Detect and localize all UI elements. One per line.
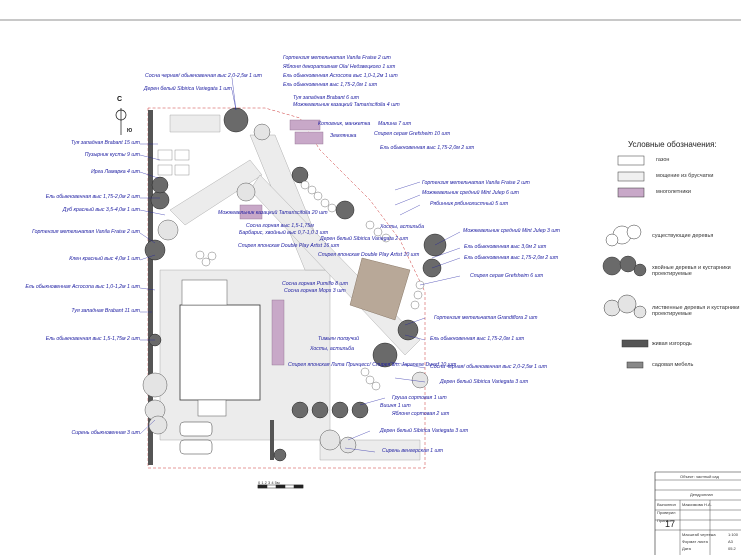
legend-title: Условные обозначения: bbox=[628, 140, 717, 149]
title-block-object: Объект: частный сад bbox=[680, 474, 719, 479]
plant-label: Сосна горная Pumillo 8 шт bbox=[282, 281, 349, 287]
plant-label: Сирень венгерская 1 шт bbox=[382, 448, 444, 454]
legend-item: живая изгородь bbox=[652, 341, 692, 347]
plant-label: Спирея серая Grefsheim 6 шт bbox=[470, 273, 544, 279]
title-block-role: Выполнил bbox=[657, 502, 676, 507]
plant-label: Спирея японская Double Play Artist 10 шт bbox=[318, 252, 420, 258]
plant-label: Ель обыкновенная выс 1,75-2,0м 2 шт bbox=[464, 255, 559, 261]
plant-label: Спирея японская Лита Принцесс/ Спирея вт… bbox=[288, 362, 457, 368]
plant-label: Тимьян ползучий bbox=[318, 336, 360, 342]
plant-label: Яблоня сортовая 2 шт bbox=[392, 411, 450, 417]
legend-item: садовая мебель bbox=[652, 362, 694, 368]
plant-label: Пузырник кусты 9 шт bbox=[84, 152, 140, 158]
south-label: Ю bbox=[127, 128, 133, 134]
legend-item: лиственные деревья и кустарники проектир… bbox=[652, 305, 740, 317]
plant-label: Дерен белый Sibirica Variegata 3 шт bbox=[440, 379, 529, 385]
plant-label: Гортензия метельчатая Grandiflora 2 шт bbox=[434, 315, 538, 321]
leader-lines bbox=[139, 77, 461, 453]
title-block-field: Дата bbox=[682, 546, 691, 551]
legend-item: многолетники bbox=[656, 189, 691, 195]
plant-label: Ирга Ламарка 4 шт bbox=[91, 169, 140, 175]
plant-label: Можжевельник казацкий Tamariscifolia 20 … bbox=[218, 210, 328, 216]
plant-label: Ель обыкновенная выс 1,75-2,0м 1 шт bbox=[430, 336, 525, 342]
title-block-value: 05.2 bbox=[728, 546, 736, 551]
legend-item: существующие деревья bbox=[652, 233, 714, 239]
plant-label: Сосна горная выс 1,5-1,75м bbox=[246, 223, 314, 229]
plant-label: Туя западная Brabant 15 шт bbox=[71, 140, 140, 146]
legend-item: хвойные деревья и кустарники проектируем… bbox=[652, 265, 731, 277]
title-block-value: А3 bbox=[728, 539, 733, 544]
plant-label: Сирень обыкновенная 3 шт bbox=[71, 430, 140, 436]
terrace bbox=[181, 279, 228, 306]
plant-label: Клен красный выс 4,0м 1 шт bbox=[69, 256, 140, 262]
conifer-trees bbox=[144, 107, 447, 462]
garden-beds bbox=[157, 149, 190, 176]
plant-label: Туя западная Brabant 6 шт bbox=[293, 95, 360, 101]
plant-label: Дерен белый Sibirica Variegata 3 шт bbox=[380, 428, 469, 434]
plant-label: Рябинник рябинолистный 5 шт bbox=[430, 201, 509, 207]
plant-label: Можжевельник средний Mint Julep 3 шт bbox=[463, 228, 560, 234]
plant-label: Барбарис, хвойный выс 0,7-1,0 3 шт bbox=[239, 230, 329, 236]
legend-swatches bbox=[602, 155, 649, 369]
scale-bar bbox=[257, 484, 304, 489]
plant-label: Сосна черная/ обыкновенная выс 2,0-2,5м … bbox=[144, 73, 262, 79]
plant-label: Груша сортовая 1 шт bbox=[392, 395, 447, 401]
plant-label: Ель обыкновенная выс 3,0м 2 шт bbox=[464, 244, 547, 250]
scale-label: 0 1 2 3 4 5м bbox=[258, 480, 280, 485]
plant-label: Ель обыкновенная выс 1,75-2,0м 1 шт bbox=[283, 82, 378, 88]
plant-label: Спирея японская Double Play Artist 16 шт bbox=[238, 243, 340, 249]
plant-label: Ель обыкновенная Acrocona выс 1,0-1,2м 1… bbox=[25, 284, 140, 290]
plant-label: Гортензия метельчатая Vanila Fraise 2 шт bbox=[32, 229, 140, 235]
legend-item: мощение из брусчатки bbox=[656, 173, 714, 179]
plant-label: Вишня 1 шт bbox=[380, 403, 411, 409]
title-block-role: Проверил bbox=[657, 510, 676, 515]
plant-label: Сосна горная Mops 3 шт bbox=[284, 288, 346, 294]
plant-label: Дерен белый Sibirica Variegata 2 шт bbox=[320, 236, 409, 242]
title-block-value: 1:100 bbox=[728, 532, 739, 537]
title-block-field: Масштаб чертежа bbox=[682, 532, 716, 537]
plant-label: Гортензия метельчатая Vanila Fraise 2 шт bbox=[422, 180, 530, 186]
hedge bbox=[148, 110, 274, 465]
plant-label: Можжевельник средний Mint Julep 6 шт bbox=[422, 190, 519, 196]
plant-label: Можжевельник казацкий Tamariscifolia 4 ш… bbox=[293, 102, 400, 108]
title-block-field: Формат листа bbox=[682, 539, 708, 544]
plant-label: Гортензия метельчатая Vanila Fraise 2 шт bbox=[283, 55, 391, 61]
plant-label: Дерен белый Sibirica Variegata 1 шт bbox=[143, 86, 232, 92]
plant-label: Ель обыкновенная Acrocona выс 1,0-1,2м 1… bbox=[283, 73, 398, 79]
title-block-sheet-name: Дендроплан bbox=[690, 492, 713, 497]
plant-label: Малина 7 шт bbox=[378, 121, 412, 127]
house bbox=[179, 304, 261, 401]
sheet-number: 17 bbox=[665, 519, 676, 529]
title-block-author: Максимова Н.А. bbox=[682, 502, 712, 507]
plant-label: Хосты, астильба bbox=[310, 346, 354, 352]
plant-label: Туя западная Brabant 11 шт bbox=[71, 308, 140, 314]
plant-label: Ель обыкновенная выс 1,5-1,75м 2 шт bbox=[45, 336, 140, 342]
plant-label: Ель обыкновенная выс 1,75-2,0м 2 шт bbox=[380, 145, 475, 151]
plant-label: Хосты, астильба bbox=[380, 224, 424, 230]
plant-label: Ель обыкновенная выс 1,75-2,0м 2 шт bbox=[45, 194, 140, 200]
plant-label: Земляника bbox=[330, 133, 357, 139]
plant-label: Котовник, манжетка bbox=[318, 121, 371, 127]
plant-label: Сосна черная/ обыкновенная выс 2,0-2,5м … bbox=[430, 364, 548, 370]
gravel-area bbox=[349, 257, 411, 321]
plant-label: Дуб красный выс 3,5-4,0м 1 шт bbox=[62, 207, 140, 213]
porch bbox=[197, 399, 227, 417]
title-block-role: Принял bbox=[657, 518, 672, 523]
north-label: С bbox=[117, 96, 123, 103]
parked-cars bbox=[179, 421, 213, 455]
legend-item: газон bbox=[656, 157, 670, 163]
plant-label: Яблоня декоративная Ola/ Недзвецкого 1 ш… bbox=[283, 64, 396, 70]
perennial-beds bbox=[239, 119, 324, 366]
site-boundary bbox=[147, 107, 426, 469]
north-arrow bbox=[115, 108, 127, 135]
plant-label: Спирея серая Grefsheim 10 шт bbox=[374, 131, 451, 137]
